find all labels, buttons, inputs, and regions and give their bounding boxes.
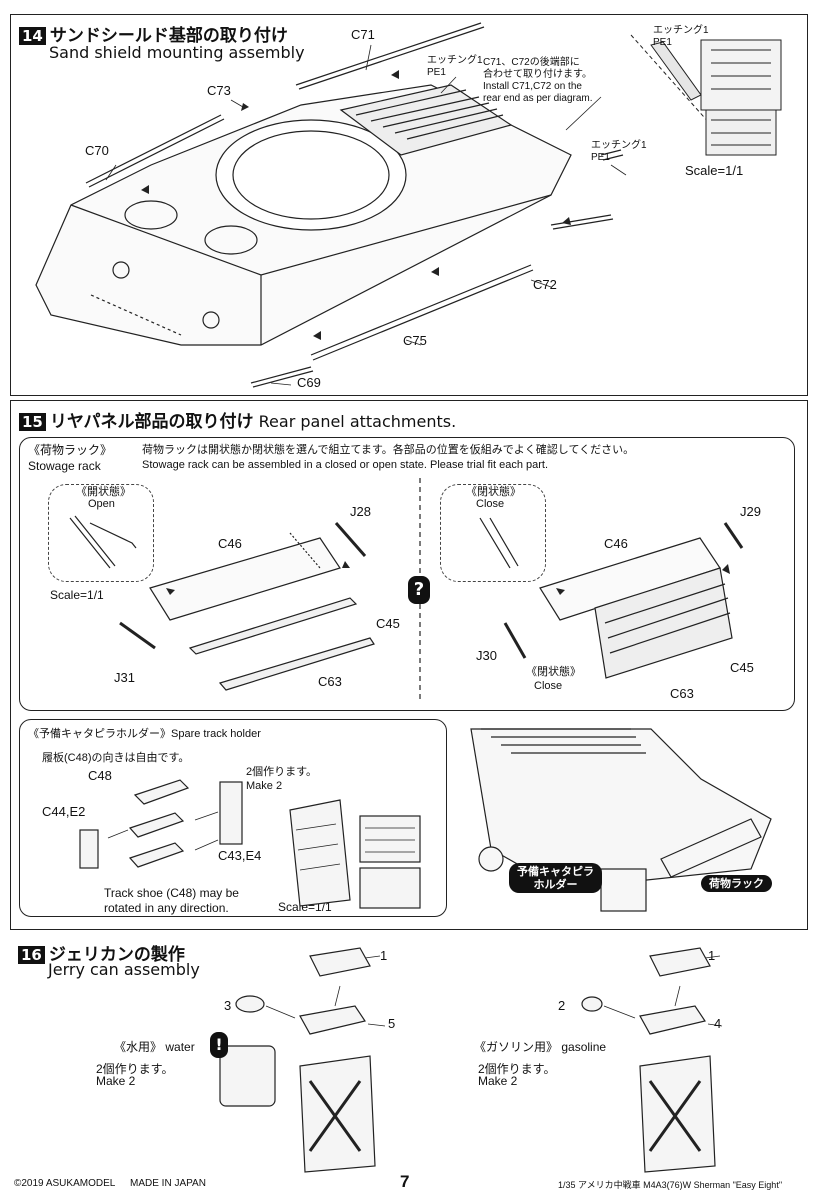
- question-icon: ?: [408, 576, 430, 604]
- close-bottom-label-jp: 《閉状態》: [526, 666, 581, 678]
- step-14-note: C71、C72の後端部に 合わせて取り付けます。 Install C71,C72…: [483, 57, 593, 104]
- water-part-3: 3: [224, 998, 232, 1013]
- water-label-jp: 《水用》: [114, 1040, 163, 1054]
- water-label-en: water: [165, 1040, 195, 1054]
- gasoline-part-4: 4: [714, 1016, 722, 1031]
- label-c43-e4: C43,E4: [218, 848, 262, 863]
- water-make-en: Make 2: [96, 1074, 136, 1088]
- label-c46-right: C46: [604, 536, 628, 551]
- gasoline-label-jp: 《ガソリン用》: [474, 1040, 559, 1054]
- water-make-jp: 2個作ります。: [96, 1062, 174, 1076]
- hull-rear-view: [470, 728, 772, 912]
- gasoline-jerry-can-diagram: [581, 947, 723, 1173]
- close-bottom-label-en: Close: [534, 680, 563, 692]
- gasoline-part-1: 1: [708, 948, 716, 963]
- open-label-jp: 《開状態》: [76, 486, 131, 498]
- step-15-number: 15: [19, 413, 46, 431]
- label-c48: C48: [88, 768, 112, 783]
- label-c45-right: C45: [730, 660, 754, 675]
- label-c44-e2: C44,E2: [42, 804, 86, 819]
- water-label: 《水用》 water: [114, 1038, 195, 1055]
- stowage-heading-jp: 《荷物ラック》: [28, 443, 113, 457]
- step-16-number: 16: [18, 946, 45, 964]
- footer-made-in: MADE IN JAPAN: [130, 1178, 206, 1189]
- spare-rotate-en: Track shoe (C48) may be rotated in any d…: [104, 886, 239, 915]
- spare-heading-en: Spare track holder: [171, 728, 261, 740]
- label-c75: C75: [403, 333, 427, 348]
- gasoline-make-en: Make 2: [478, 1074, 518, 1088]
- stowage-instruction-jp: 荷物ラックは開状態か閉状態を選んで組立てます。各部品の位置を仮組みでよく確認して…: [142, 444, 635, 456]
- gasoline-part-2: 2: [558, 998, 566, 1013]
- stowage-rack-diagram: [69, 478, 744, 702]
- water-part-5: 5: [388, 1016, 396, 1031]
- gasoline-make-jp: 2個作ります。: [478, 1062, 556, 1076]
- label-c73: C73: [207, 83, 231, 98]
- step-15-title-jp: リヤパネル部品の取り付け: [49, 412, 254, 432]
- label-c63-right: C63: [670, 686, 694, 701]
- label-c63-left: C63: [318, 674, 342, 689]
- label-j28: J28: [350, 504, 371, 519]
- label-c70: C70: [85, 143, 109, 158]
- label-j29: J29: [740, 504, 761, 519]
- open-label-en: Open: [88, 498, 115, 510]
- spare-heading-jp: 《予備キャタピラホルダー》: [28, 728, 171, 740]
- water-jerry-can-diagram: [219, 947, 386, 1173]
- footer-copyright: ©2019 ASUKAMODEL: [14, 1178, 116, 1189]
- etching-label-right: エッチング1 PE1: [591, 140, 647, 163]
- stowage-instruction-en: Stowage rack can be assembled in a close…: [142, 459, 549, 471]
- etching-label-detail: エッチング1 PE1: [653, 25, 709, 48]
- etching-label-top: エッチング1 PE1: [427, 55, 483, 78]
- step-14-scale: Scale=1/1: [685, 163, 744, 178]
- footer: ©2019 ASUKAMODEL MADE IN JAPAN 7 1/35 アメ…: [10, 1172, 806, 1196]
- label-j30: J30: [476, 648, 497, 663]
- callout-spare-track: 予備キャタピラ ホルダー: [509, 863, 602, 893]
- step-14-title-en: Sand shield mounting assembly: [49, 43, 305, 62]
- label-c72: C72: [533, 277, 557, 292]
- hull-sand-shield-diagram: [35, 22, 782, 388]
- spare-track-diagram: [79, 779, 421, 909]
- step-16-title-jp: ジェリカンの製作: [48, 945, 185, 965]
- label-c71: C71: [351, 27, 375, 42]
- spare-heading: 《予備キャタピラホルダー》Spare track holder: [28, 728, 261, 740]
- spare-make2-en: Make 2: [246, 780, 283, 792]
- close-top-label-en: Close: [476, 498, 505, 510]
- footer-product: 1/35 アメリカ中戦車 M4A3(76)W Sherman "Easy Eig…: [558, 1180, 783, 1190]
- warning-icon: !: [210, 1032, 228, 1058]
- step-14-title-jp: サンドシールド基部の取り付け: [49, 26, 288, 46]
- stowage-rack-box: 《荷物ラック》 Stowage rack 荷物ラックは開状態か閉状態を選んで組立…: [19, 437, 795, 711]
- step-14-number: 14: [19, 27, 46, 45]
- label-c69: C69: [297, 375, 321, 390]
- spare-make2-jp: 2個作ります。: [246, 766, 318, 778]
- stowage-scale: Scale=1/1: [50, 588, 104, 602]
- label-j31: J31: [114, 670, 135, 685]
- page-number: 7: [400, 1172, 410, 1191]
- callout-stowage-rack: 荷物ラック: [701, 875, 772, 892]
- label-c45-left: C45: [376, 616, 400, 631]
- water-part-1: 1: [380, 948, 388, 963]
- step-16-title-en: Jerry can assembly: [48, 960, 200, 979]
- spare-rotate-jp: 履板(C48)の向きは自由です。: [42, 752, 190, 764]
- label-c46-left: C46: [218, 536, 242, 551]
- gasoline-label-en: gasoline: [561, 1040, 607, 1054]
- gasoline-label: 《ガソリン用》 gasoline: [474, 1038, 606, 1055]
- spare-track-box: 《予備キャタピラホルダー》Spare track holder 履板(C48)の…: [19, 719, 447, 917]
- stowage-heading-en: Stowage rack: [28, 459, 101, 473]
- close-top-label-jp: 《閉状態》: [466, 486, 521, 498]
- close-detail-frame: [440, 484, 546, 582]
- open-detail-frame: [48, 484, 154, 582]
- step-15-title-en: Rear panel attachments.: [258, 412, 457, 431]
